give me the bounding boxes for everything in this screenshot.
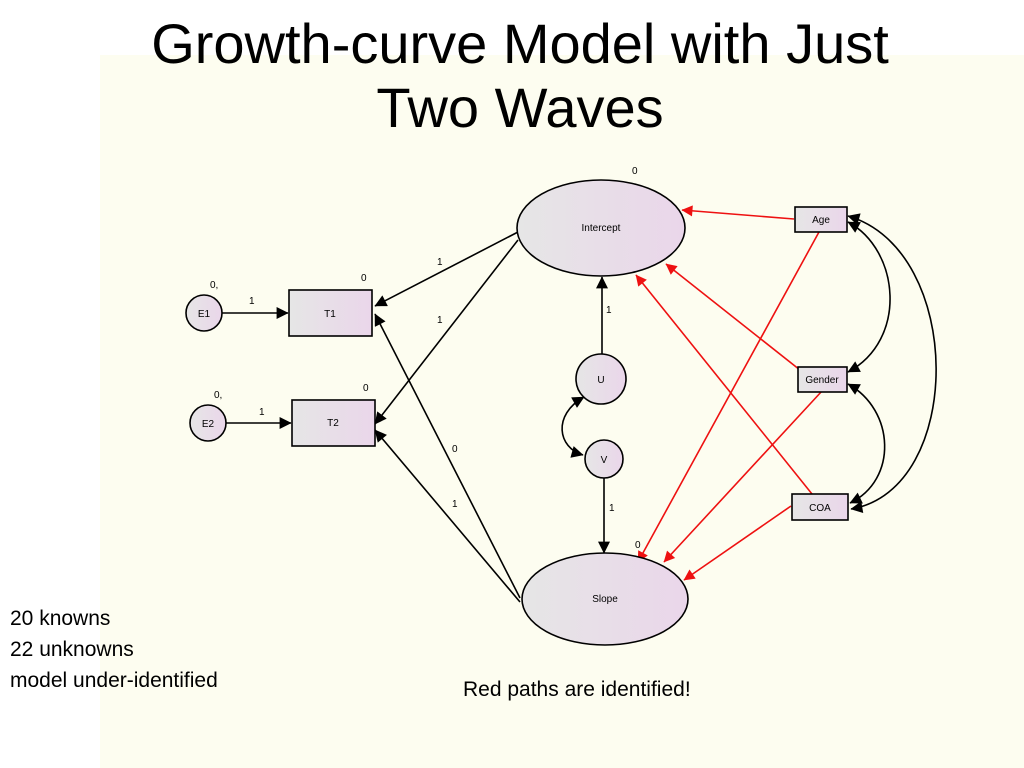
unknowns-count: 22 unknowns — [10, 638, 134, 661]
t1-label: T1 — [324, 309, 336, 320]
title-line-2: Two Waves — [376, 76, 664, 139]
t1-intercept-label: 0 — [361, 273, 367, 284]
identification-status: model under-identified — [10, 669, 218, 692]
u-path-label: 1 — [606, 305, 612, 316]
age-label: Age — [812, 215, 830, 226]
e1-param-label: 0, — [210, 280, 218, 291]
t1-indicator — [288, 289, 373, 337]
knowns-count: 20 knowns — [10, 607, 111, 630]
e2-path-label: 1 — [259, 407, 265, 418]
t2-intercept-label: 0 — [363, 383, 369, 394]
u-disturbance — [575, 353, 627, 405]
intercept-label: Intercept — [582, 223, 621, 234]
slide-background — [100, 55, 1024, 768]
e2-param-label: 0, — [214, 390, 222, 401]
path-age-intercept — [681, 205, 795, 220]
e2-label: E2 — [202, 419, 215, 430]
t2-indicator — [291, 399, 376, 447]
loading-intercept-t1-label: 1 — [437, 257, 443, 268]
covariance-gender-coa — [847, 383, 886, 504]
path-gender-slope — [663, 390, 823, 563]
slope-label: Slope — [592, 594, 618, 605]
e1-path-label: 1 — [249, 296, 255, 307]
title-line-1: Growth-curve Model with Just — [151, 12, 889, 75]
e2-error-term — [189, 404, 227, 442]
gender-label: Gender — [805, 375, 839, 386]
path-intercept-t2 — [374, 239, 519, 425]
loading-intercept-t2-label: 1 — [437, 315, 443, 326]
slope-factor — [521, 552, 689, 646]
path-slope-t1 — [374, 313, 521, 599]
identification-counts-note: 20 knowns 22 unknowns model under-identi… — [10, 603, 218, 696]
covariance-age-coa — [847, 213, 937, 514]
red-paths-note: Red paths are identified! — [463, 678, 691, 701]
gender-covariate — [797, 366, 848, 393]
v-label: V — [601, 455, 608, 466]
u-label: U — [597, 375, 604, 386]
covariance-u-v — [561, 396, 585, 458]
loading-slope-t2-label: 1 — [452, 499, 458, 510]
v-path-label: 1 — [609, 503, 615, 514]
e1-error-term — [185, 294, 223, 332]
path-gender-intercept — [665, 263, 801, 371]
covariance-age-gender — [847, 221, 891, 373]
age-covariate — [794, 206, 848, 233]
slope-mean-label: 0 — [635, 540, 641, 551]
loading-slope-t1-label: 0 — [452, 444, 458, 455]
coa-covariate — [791, 493, 849, 521]
path-coa-intercept — [635, 274, 813, 495]
t2-label: T2 — [327, 418, 339, 429]
intercept-factor — [516, 179, 686, 277]
intercept-mean-label: 0 — [632, 166, 638, 177]
path-age-slope — [637, 231, 820, 563]
slide-title: Growth-curve Model with Just Two Waves — [60, 12, 980, 140]
v-disturbance — [584, 439, 624, 479]
e1-label: E1 — [198, 309, 211, 320]
path-intercept-t1 — [374, 231, 519, 307]
path-slope-t2 — [374, 429, 521, 603]
coa-label: COA — [809, 503, 831, 514]
path-coa-slope — [683, 505, 792, 581]
